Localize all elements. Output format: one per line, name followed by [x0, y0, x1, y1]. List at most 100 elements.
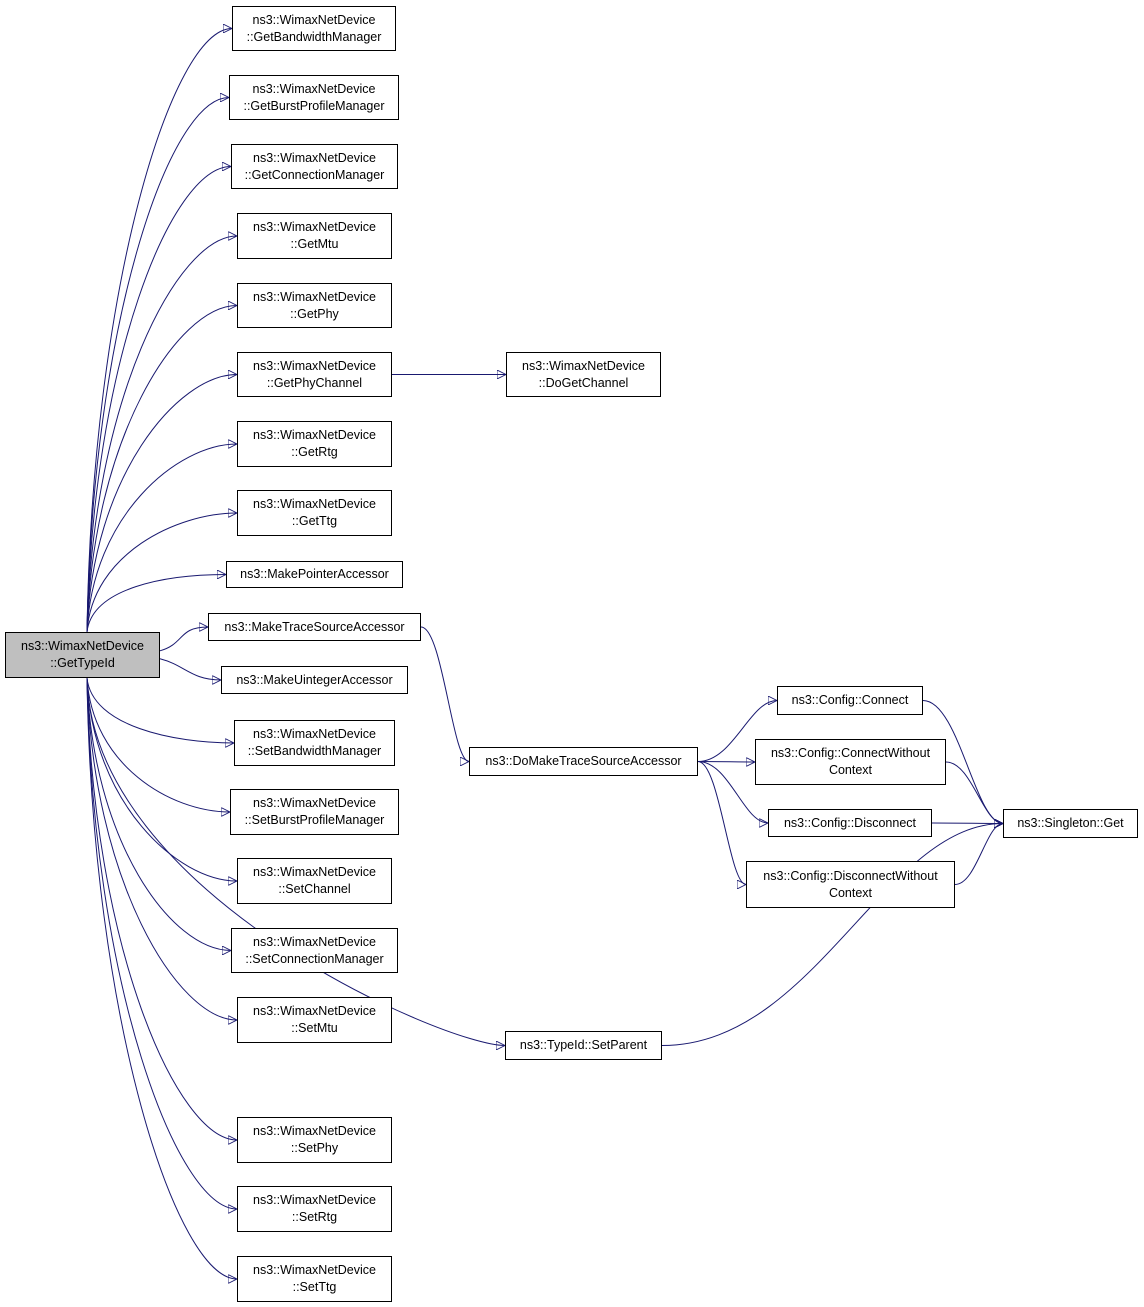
node-get-ttg[interactable]: ns3::WimaxNetDevice ::GetTtg — [237, 490, 392, 536]
node-label-line: ::SetBurstProfileManager — [244, 813, 385, 827]
node-label-line: ::DoGetChannel — [538, 375, 629, 390]
edge-root-to-set_rtg — [86, 677, 237, 1209]
node-set-ttg[interactable]: ns3::WimaxNetDevice ::SetTtg — [237, 1256, 392, 1302]
edge-typeid_set_parent-to-singleton_get — [661, 824, 1003, 1046]
edge-root-to-set_phy — [86, 677, 237, 1140]
node-label-line: ns3::Config::Connect — [791, 693, 909, 707]
node-label-line: ::SetChannel — [278, 882, 351, 896]
edge-do_make_trace_source_accessor-to-config_connect_without_context — [697, 762, 755, 763]
node-label-line: ns3::WimaxNetDevice — [253, 865, 376, 879]
node-label-line: ::GetPhy — [290, 306, 339, 321]
node-get-mtu[interactable]: ns3::WimaxNetDevice ::GetMtu — [237, 213, 392, 259]
node-label-line: ns3::MakePointerAccessor — [240, 567, 389, 581]
edge-root-to-set_channel — [86, 677, 237, 881]
node-get-rtg[interactable]: ns3::WimaxNetDevice ::GetRtg — [237, 421, 392, 467]
node-label-line: ::SetTtg — [292, 1280, 337, 1294]
edge-root-to-set_bandwidth_manager — [86, 677, 234, 743]
node-label-line: ::GetMtu — [290, 237, 339, 251]
edge-config_connect_without_context-to-singleton_get — [945, 761, 1004, 824]
node-label-line: ns3::WimaxNetDevice — [21, 639, 144, 653]
node-label-line: ns3::WimaxNetDevice — [522, 358, 645, 373]
node-label-line: ns3::WimaxNetDevice — [253, 497, 376, 511]
edge-root-to-get_phy — [86, 306, 237, 633]
node-label-line: ::SetConnectionManager — [245, 951, 384, 966]
node-label-line: ns3::WimaxNetDevice — [253, 289, 376, 304]
edge-root-to-get_connection_manager — [86, 167, 231, 633]
node-do-get-channel[interactable]: ns3::WimaxNetDevice ::DoGetChannel — [506, 352, 661, 397]
node-label-line: ::GetBandwidthManager — [246, 29, 382, 44]
edge-root-to-set_ttg — [86, 677, 237, 1279]
node-label-line: ::GetTypeId — [50, 656, 115, 670]
node-label-line: ns3::WimaxNetDevice — [252, 81, 376, 96]
node-set-bandwidth-manager[interactable]: ns3::WimaxNetDevice ::SetBandwidthManage… — [234, 720, 395, 766]
edge-root-to-make_pointer_accessor — [86, 575, 226, 633]
node-get-phy-channel[interactable]: ns3::WimaxNetDevice ::GetPhyChannel — [237, 352, 392, 397]
node-set-connection-manager[interactable]: ns3::WimaxNetDevice ::SetConnectionManag… — [231, 928, 398, 973]
node-label-line: ::GetBurstProfileManager — [243, 98, 385, 113]
node-label-line: ns3::WimaxNetDevice — [253, 150, 376, 165]
node-config-connect[interactable]: ns3::Config::Connect — [777, 686, 923, 715]
node-set-phy[interactable]: ns3::WimaxNetDevice ::SetPhy — [237, 1117, 392, 1163]
node-label-line: ns3::MakeTraceSourceAccessor — [224, 619, 405, 634]
node-typeid-set-parent[interactable]: ns3::TypeId::SetParent — [505, 1031, 662, 1060]
edge-root-to-set_mtu — [86, 677, 237, 1020]
node-get-burst-profile-manager[interactable]: ns3::WimaxNetDevice ::GetBurstProfileMan… — [229, 75, 399, 120]
node-label-line: Context — [828, 885, 873, 900]
node-singleton-get[interactable]: ns3::Singleton::Get — [1003, 809, 1138, 838]
node-label-line: ns3::DoMakeTraceSourceAccessor — [485, 754, 682, 768]
node-label-line: ns3::WimaxNetDevice — [253, 934, 376, 949]
node-make-trace-source-accessor[interactable]: ns3::MakeTraceSourceAccessor — [208, 613, 421, 641]
node-config-connect-without-context[interactable]: ns3::Config::ConnectWithout Context — [755, 739, 946, 785]
node-label-line: ::SetRtg — [291, 1210, 338, 1224]
node-label-line: ns3::MakeUintegerAccessor — [236, 672, 393, 687]
node-config-disconnect-without-context[interactable]: ns3::Config::DisconnectWithout Context — [746, 861, 955, 908]
node-get-phy[interactable]: ns3::WimaxNetDevice ::GetPhy — [237, 283, 392, 328]
edge-root-to-get_bandwidth_manager — [86, 29, 232, 633]
node-label-line: ns3::TypeId::SetParent — [519, 1038, 648, 1052]
node-set-rtg[interactable]: ns3::WimaxNetDevice ::SetRtg — [237, 1186, 392, 1232]
node-label-line: ::GetRtg — [291, 445, 338, 459]
node-set-channel[interactable]: ns3::WimaxNetDevice ::SetChannel — [237, 858, 392, 904]
node-label-line: ns3::Config::Disconnect — [783, 815, 916, 830]
node-label-line: ::SetBandwidthManager — [247, 744, 382, 758]
node-label-line: ns3::Singleton::Get — [1017, 816, 1124, 830]
node-label-line: ns3::Config::ConnectWithout — [770, 746, 931, 760]
edge-do_make_trace_source_accessor-to-config_disconnect_without_context — [697, 761, 747, 885]
node-label-line: ::SetMtu — [291, 1021, 338, 1035]
node-get-bandwidth-manager[interactable]: ns3::WimaxNetDevice ::GetBandwidthManage… — [232, 6, 396, 51]
edge-make_trace_source_accessor-to-do_make_trace_source_accessor — [420, 626, 470, 762]
edge-root-to-get_rtg — [86, 444, 237, 633]
node-label-line: ns3::WimaxNetDevice — [253, 428, 376, 442]
node-get-type-id[interactable]: ns3::WimaxNetDevice ::GetTypeId — [5, 632, 160, 678]
node-label-line: ::SetPhy — [290, 1141, 339, 1155]
edge-config_disconnect-to-singleton_get — [931, 823, 1003, 824]
edge-root-to-set_connection_manager — [86, 677, 231, 951]
node-set-mtu[interactable]: ns3::WimaxNetDevice ::SetMtu — [237, 997, 392, 1043]
edge-root-to-get_mtu — [86, 236, 237, 633]
edge-root-to-make_uinteger_accessor — [159, 658, 221, 680]
edge-root-to-make_trace_source_accessor — [159, 627, 208, 652]
node-label-line: Context — [828, 763, 873, 777]
edge-root-to-get_ttg — [86, 513, 237, 633]
node-config-disconnect[interactable]: ns3::Config::Disconnect — [768, 809, 932, 837]
node-label-line: ns3::WimaxNetDevice — [253, 727, 376, 741]
node-label-line: ns3::WimaxNetDevice — [252, 12, 376, 27]
node-get-connection-manager[interactable]: ns3::WimaxNetDevice ::GetConnectionManag… — [231, 144, 398, 189]
node-label-line: ::GetPhyChannel — [266, 375, 363, 390]
node-label-line: ::GetConnectionManager — [244, 167, 385, 182]
node-do-make-trace-source-accessor[interactable]: ns3::DoMakeTraceSourceAccessor — [469, 747, 698, 776]
node-set-burst-profile-manager[interactable]: ns3::WimaxNetDevice ::SetBurstProfileMan… — [230, 789, 399, 835]
edge-root-to-get_phy_channel — [86, 375, 237, 633]
node-label-line: ns3::WimaxNetDevice — [253, 358, 376, 373]
node-make-pointer-accessor[interactable]: ns3::MakePointerAccessor — [226, 561, 403, 588]
node-label-line: ns3::WimaxNetDevice — [253, 1193, 376, 1207]
node-label-line: ns3::Config::DisconnectWithout — [763, 868, 938, 883]
edge-root-to-set_burst_profile_manager — [86, 677, 230, 812]
node-label-line: ns3::WimaxNetDevice — [253, 220, 376, 234]
edge-root-to-get_burst_profile_manager — [86, 98, 229, 633]
node-label-line: ns3::WimaxNetDevice — [253, 1124, 376, 1138]
edge-do_make_trace_source_accessor-to-config_connect — [697, 701, 777, 762]
node-make-uinteger-accessor[interactable]: ns3::MakeUintegerAccessor — [221, 666, 408, 694]
edge-do_make_trace_source_accessor-to-config_disconnect — [697, 761, 769, 824]
